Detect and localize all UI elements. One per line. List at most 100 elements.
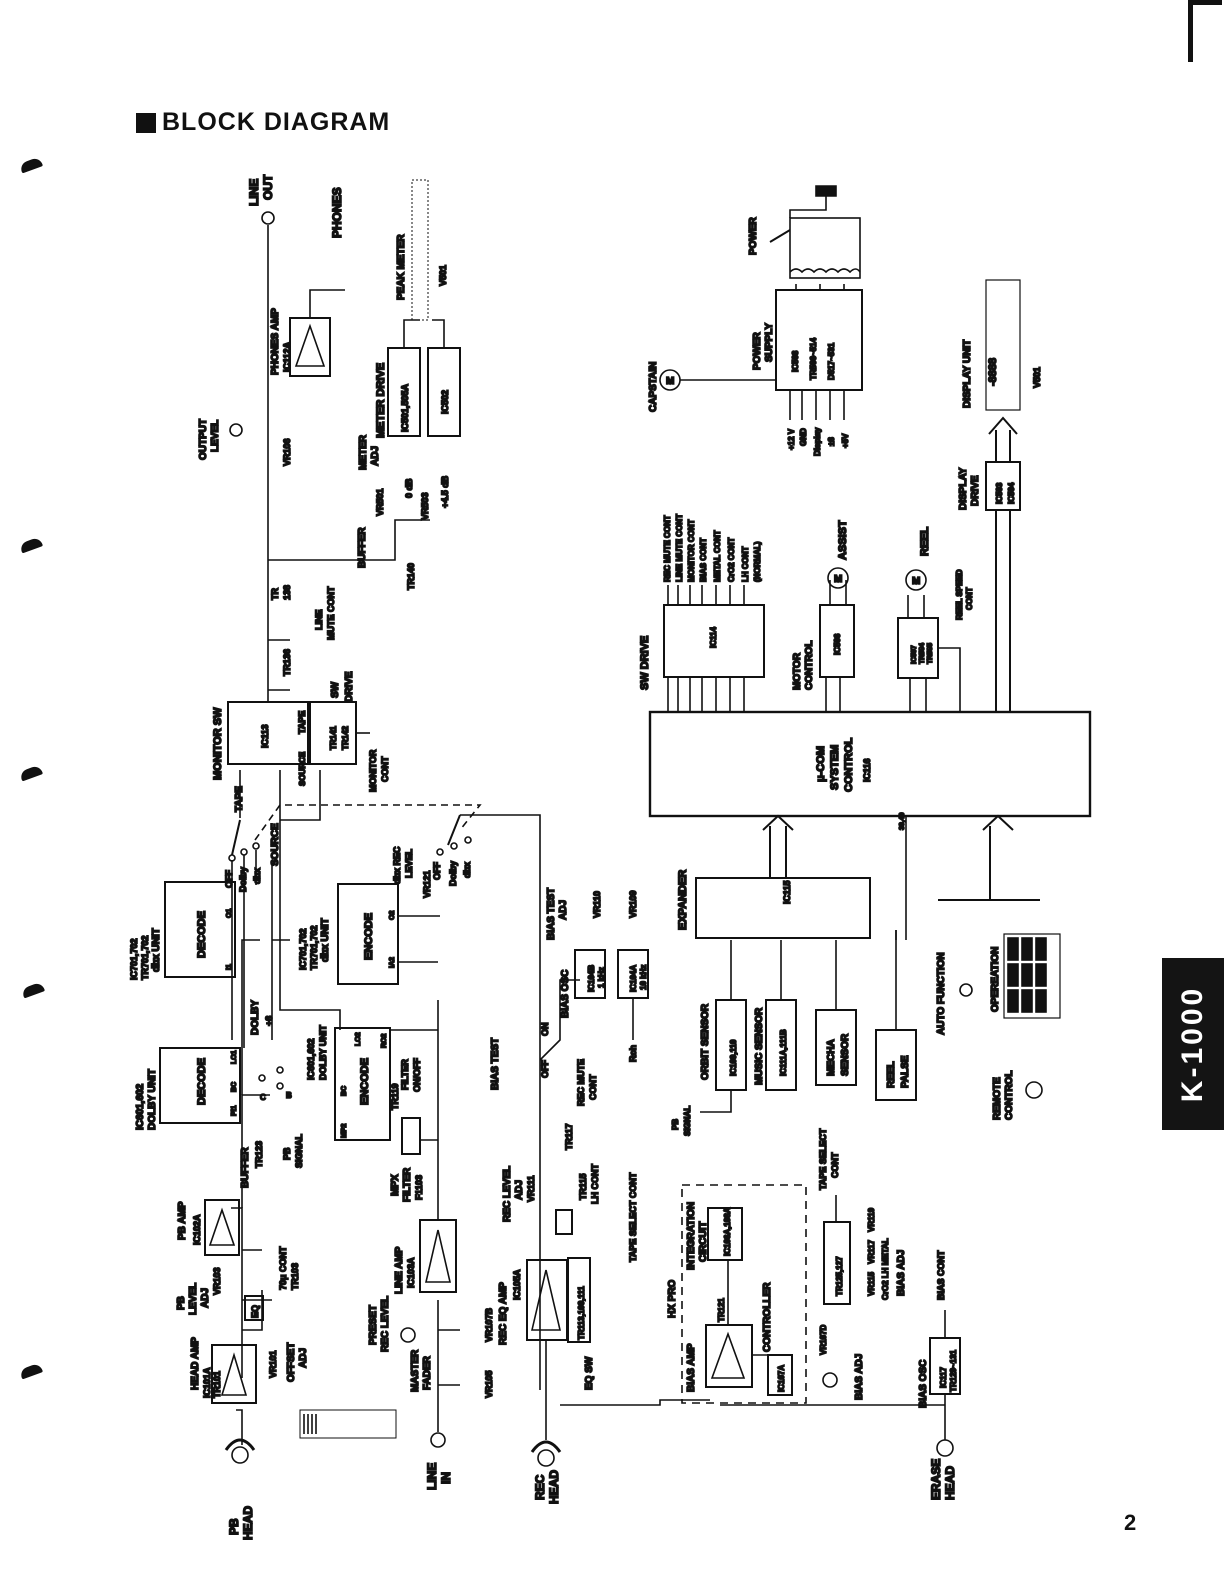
buffer-label: BUFFER (240, 1147, 251, 1188)
bias-adj-knob-icon (822, 1372, 838, 1388)
filter-onoff-label: FILTER (400, 1059, 410, 1090)
supply-out-4: ±8 (827, 437, 836, 446)
monitor-cont-label: MONITOR (368, 749, 378, 792)
supply-out-3: Display (813, 427, 822, 456)
peak-meter-icon (411, 179, 429, 321)
dbx-unit-enc-label-2: TR701,702 (309, 925, 319, 970)
rec-mute-label: REC MUTE (576, 1059, 586, 1106)
mpx-filter-label-3: F1103 (414, 1175, 424, 1200)
rec-eq-amp-label: REC EQ AMP (498, 1282, 509, 1345)
ic109-label: IC109,110 (729, 1039, 738, 1076)
vr106-label: VR106 (282, 438, 292, 466)
reel-motor-icon (905, 569, 927, 591)
pb-amp-label: PB AMP (177, 1201, 188, 1240)
bias-amp-block (705, 1324, 753, 1388)
erase-head-label-2: HEAD (943, 1466, 957, 1500)
monitor-sw-label: MONITOR SW (212, 707, 224, 780)
plus45db-label: +4.5 dB (440, 475, 450, 508)
zero-db-label: 0 dB (404, 478, 414, 498)
pb-signal2-label-2: SIGNAL (683, 1106, 692, 1136)
ic502-label: IC502 (440, 390, 450, 414)
dbx-rec-level-label: dbx REC (392, 846, 402, 884)
dbx-unit-label: IC701,702 (129, 938, 139, 980)
eq-block (244, 1295, 264, 1321)
display-digits: -8888 (987, 358, 999, 386)
remote-control-jack-icon (1025, 1081, 1043, 1099)
ic102a-label: IC102A (192, 1214, 202, 1245)
ic112a-label: IC112A (282, 341, 292, 372)
mecha-sensor-label: MECHA (826, 1039, 837, 1076)
lh-cont-label: LH CONT (590, 1164, 600, 1204)
vr109-label: VR109 (628, 890, 638, 918)
filter-onoff-label-2: ON/OFF (412, 1058, 422, 1092)
tape-select-cont2-label: TAPE SELECT (818, 1128, 828, 1190)
power-supply-block (775, 289, 863, 391)
pb-signal-label: PB (282, 1147, 292, 1160)
ic104b-freq-label: 1 kHz (597, 967, 606, 988)
reel-label: REEL (919, 526, 931, 556)
bias-cont-label: BIAS CONT (936, 1250, 946, 1300)
ic116-label: IC116 (862, 758, 872, 782)
mpx-filter-label: MPX (390, 1174, 401, 1196)
erase-head-icon (936, 1439, 954, 1457)
master-fader-label-2: FADER (422, 1355, 433, 1390)
ic114-label: IC114 (709, 627, 718, 648)
display-unit-label: DISPLAY UNIT (962, 340, 973, 408)
pb-head-icon (231, 1446, 249, 1464)
dolby-switch-contact (258, 1074, 266, 1082)
tape-label: TAPE (234, 786, 245, 812)
d517-label: D517~531 (827, 342, 836, 380)
dolby-decode-label: DECODE (196, 1058, 208, 1105)
70u-cont-label: 70μ CONT (278, 1246, 288, 1290)
capstain-label: CAPSTAIN (648, 362, 659, 412)
dolby-encode-block (334, 1027, 391, 1141)
linked-switch-dash (254, 804, 482, 841)
mecha-sensor-label-2: SENSOR (840, 1033, 851, 1076)
integration-label-2: CIRCUIT (698, 1221, 709, 1262)
tr125-block (823, 1221, 851, 1305)
auto-function-label: AUTO FUNCTION (936, 952, 947, 1035)
erase-head-label: ERASE (929, 1459, 943, 1500)
ic508-label: IC508 (791, 350, 800, 372)
ucom-label-3: CONTROL (843, 737, 855, 792)
tr141-label: TR141 (329, 725, 338, 750)
output-level-label-2: LEVEL (210, 420, 221, 452)
ic117-label: IC117 (939, 1367, 948, 1388)
side-tab: K-1000 (1162, 958, 1224, 1130)
pb-selector-switch (231, 819, 241, 856)
ia2-label: IA2 (389, 957, 396, 968)
preset-rec-level-label: PRESET (368, 1305, 379, 1345)
line-amp-label: LINE AMP (394, 1246, 405, 1294)
page-title: BLOCK DIAGRAM (136, 108, 390, 137)
ro2-label: RO2 (381, 1034, 388, 1049)
sensor-blocks (715, 930, 917, 1101)
reel-speed-cont-label: REEL SPEED (955, 569, 964, 620)
tr142-label: TR142 (341, 725, 350, 750)
dbx-decode-label: DECODE (196, 911, 208, 958)
line-out-label-2: OUT (261, 174, 275, 200)
dolby-unit-enc-label: IC601,602 (306, 1038, 316, 1080)
ic104a-freq-label: 10 kHz (639, 965, 648, 990)
auto-function-switch-icon (959, 983, 973, 997)
bias-adj2-label: BIAS ADJ (896, 1250, 907, 1296)
output-level-knob-icon (229, 423, 243, 437)
reel-motor-glyph: M (912, 576, 920, 587)
dbx-unit-label-3: dbx UNIT (151, 928, 162, 972)
bias-osc-label: BIAS OSC (560, 970, 571, 1018)
hx-pro-region (681, 1184, 807, 1404)
display-unit-icon (985, 279, 1021, 411)
rec-eq-amp-block (526, 1257, 591, 1343)
motor-control-block (819, 604, 855, 678)
transformer-icon (789, 185, 861, 290)
rec-head-icon (537, 1449, 555, 1467)
sw-output-4: BIAS CONT (699, 538, 708, 582)
bias-amp-label: BIAS AMP (686, 1343, 697, 1392)
bc-label: BC (231, 1082, 238, 1092)
operation-label: OPEREATION (990, 947, 1001, 1012)
vr107d-label: VR107D (819, 1325, 828, 1355)
phones-amp-block (289, 289, 345, 377)
sw-output-6: CrO2 CONT (727, 537, 736, 582)
ic506-label: IC506 (833, 633, 842, 655)
ic101a-label: IC101A (202, 1367, 212, 1398)
pb-signal-label-2: SIGNAL (294, 1133, 304, 1168)
